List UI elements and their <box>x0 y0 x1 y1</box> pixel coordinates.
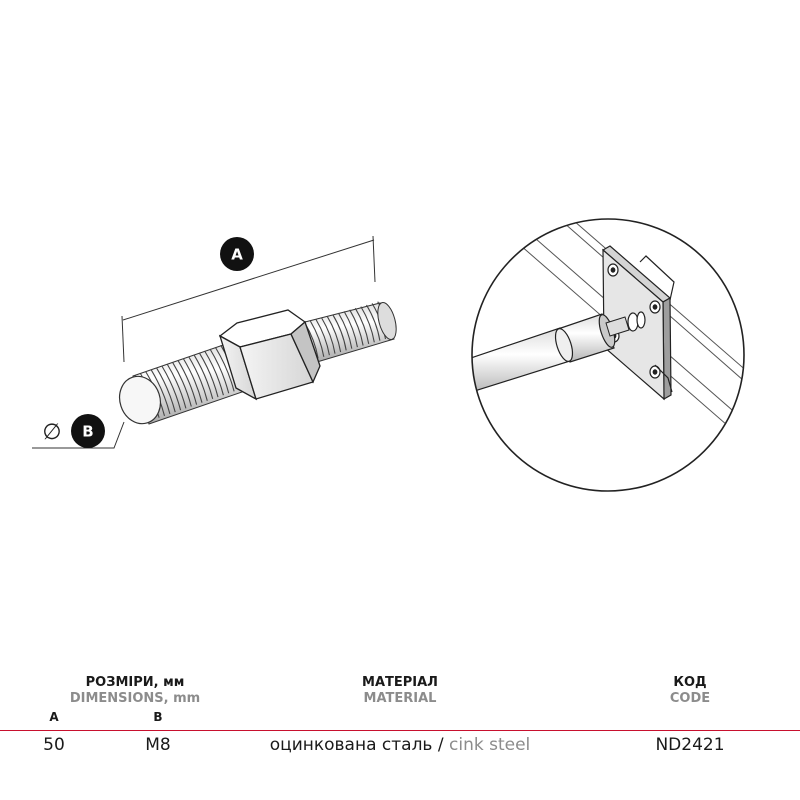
dimensions-header: РОЗМІРИ, мм DIMENSIONS, mm <box>20 675 250 707</box>
value-b: M8 <box>145 735 171 755</box>
hex-coupling-nut <box>218 309 321 401</box>
detail-circle-frame <box>471 218 745 492</box>
right-threaded-rod <box>304 301 397 363</box>
material-header-en: MATERIAL <box>363 691 437 706</box>
code-header: КОД CODE <box>590 675 790 707</box>
installation-detail <box>471 218 745 492</box>
label-a-marker <box>220 237 254 271</box>
label-b-marker <box>71 414 105 448</box>
column-b-label: B <box>153 710 163 724</box>
label-a: A <box>231 246 243 264</box>
material-separator: / <box>432 735 449 755</box>
code-header-en: CODE <box>669 691 711 706</box>
table-divider <box>0 730 800 731</box>
material-header: МАТЕРІАЛ MATERIAL <box>300 675 500 707</box>
rod-end-cap <box>118 375 162 425</box>
code-header-uk: КОД <box>673 675 707 690</box>
material-en: cink steel <box>449 735 531 755</box>
diameter-symbol: ∅ <box>42 420 61 445</box>
material-header-uk: МАТЕРІАЛ <box>362 675 438 690</box>
column-a-label: A <box>49 710 59 724</box>
dimension-b: ∅ B <box>32 414 125 449</box>
product-code: ND2421 <box>655 735 725 755</box>
material-value: оцинкована сталь / cink steel <box>230 735 570 755</box>
threaded-stud <box>118 301 397 425</box>
label-b: B <box>82 423 93 441</box>
connector-sleeve <box>554 311 646 363</box>
technical-drawing: A ∅ B <box>32 218 745 492</box>
value-a: 50 <box>43 735 65 755</box>
dimensions-header-uk: РОЗМІРИ, мм <box>85 675 185 690</box>
dimension-a: A <box>121 235 376 363</box>
material-uk: оцинкована сталь <box>269 735 433 755</box>
dimensions-header-en: DIMENSIONS, mm <box>69 691 201 706</box>
